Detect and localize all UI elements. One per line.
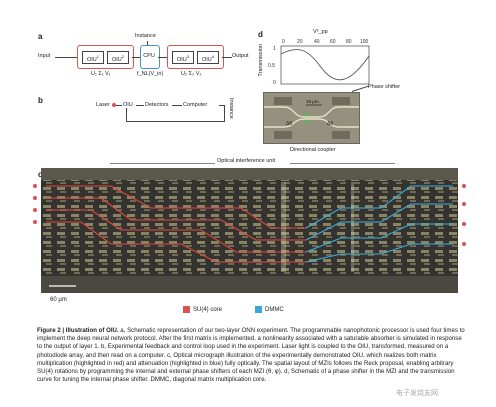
oiu-line — [136, 105, 144, 106]
instance-line — [147, 41, 148, 46]
output-port-1-icon — [462, 184, 466, 188]
delta-theta-2: Δθ — [327, 121, 333, 127]
detectors-line — [172, 105, 182, 106]
d-plot-frame — [280, 45, 370, 85]
laser-source-icon — [112, 103, 116, 107]
legend-dmmc: DMMC — [255, 306, 284, 313]
cpu-param: f_NL(V_in) — [137, 71, 164, 77]
oiu3-box: OIU3 — [172, 51, 194, 64]
layer1-params: U₁ Σ₁ V₁ — [91, 71, 111, 77]
d-xtick-5: 100 — [360, 39, 369, 45]
d-xtick-2: 40 — [314, 39, 320, 45]
oiu-bracket-left — [110, 163, 215, 164]
figure-caption: Figure 2 | Illustration of OIU. a, Schem… — [37, 327, 467, 384]
panel-c-letter: c — [38, 170, 42, 179]
panel-b-letter: b — [38, 96, 43, 105]
caption-body: a, Schematic representation of our two-l… — [37, 327, 465, 384]
instance-label: Instance — [135, 33, 156, 39]
input-label: Input — [38, 53, 51, 59]
delta-theta-1: Δθ — [286, 121, 292, 127]
oiu-label: OIU — [123, 102, 133, 108]
input-line — [55, 57, 77, 58]
panel-a-letter: a — [38, 32, 43, 41]
oiu1-box: OIU1 — [82, 51, 104, 64]
legend-su4: SU(4) core — [183, 306, 222, 313]
oiu2-box: OIU2 — [107, 51, 129, 64]
fb-line-1 — [219, 105, 224, 106]
output-port-2-icon — [462, 202, 466, 206]
detectors-label: Detectors — [145, 102, 169, 108]
d-ytick-0: 1 — [273, 46, 276, 52]
d-xtick-4: 80 — [346, 39, 352, 45]
line-l1-cpu — [132, 57, 140, 58]
instance-vertical-label: Instance — [228, 98, 234, 119]
panel-d-letter: d — [258, 30, 263, 39]
output-line — [222, 57, 232, 58]
oiu4-box: OIU4 — [197, 51, 219, 64]
d-xtick-0: 0 — [282, 39, 285, 45]
d-ytick-1: 0.5 — [268, 63, 275, 69]
laser-label: Laser — [96, 102, 110, 108]
fb-line-2 — [224, 105, 225, 121]
mzi-micrograph: Δθ Δθ 18 μm — [263, 92, 360, 144]
computer-label: Computer — [183, 102, 208, 108]
laser-line — [116, 105, 122, 106]
d-xtick-1: 20 — [297, 39, 303, 45]
oiu-micrograph — [41, 168, 458, 293]
output-label: Output — [232, 53, 249, 59]
phase-shifter-label: Phase shifter — [368, 84, 401, 90]
output-port-3-icon — [462, 222, 466, 226]
d-scale-text: 18 μm — [306, 99, 319, 104]
layer2-params: U₂ Σ₂ V₂ — [181, 71, 202, 77]
legend-dmmc-swatch — [255, 306, 262, 313]
caption-title: Figure 2 | Illustration of OIU. — [37, 327, 119, 334]
fb-line-4 — [126, 108, 127, 121]
d-yaxis-title: Transmission — [258, 44, 264, 77]
directional-coupler-label: Directional coupler — [290, 147, 336, 153]
input-port-4-icon — [33, 220, 37, 224]
cpu-box: CPU — [142, 51, 156, 62]
legend-su4-swatch — [183, 306, 190, 313]
transmission-curve — [280, 49, 370, 81]
d-ytick-2: 0 — [273, 80, 276, 86]
watermark: 电子发烧友网 — [396, 390, 438, 397]
c-scale-label: 60 μm — [50, 297, 67, 303]
fb-line-3 — [126, 121, 225, 122]
input-port-1-icon — [33, 184, 37, 188]
oiu-title: Optical interference unit — [217, 158, 276, 164]
d-xaxis-title: V²_pp — [313, 29, 328, 35]
line-cpu-l2 — [158, 57, 167, 58]
chip-svg — [41, 168, 458, 293]
transmission-plot: 0 20 40 60 80 100 1 0.5 0 — [268, 39, 370, 86]
input-port-2-icon — [33, 196, 37, 200]
input-port-3-icon — [33, 208, 37, 212]
oiu-bracket-right — [290, 163, 395, 164]
output-port-4-icon — [462, 242, 466, 246]
mzi-svg: Δθ Δθ 18 μm — [264, 93, 359, 143]
d-xtick-3: 60 — [330, 39, 336, 45]
